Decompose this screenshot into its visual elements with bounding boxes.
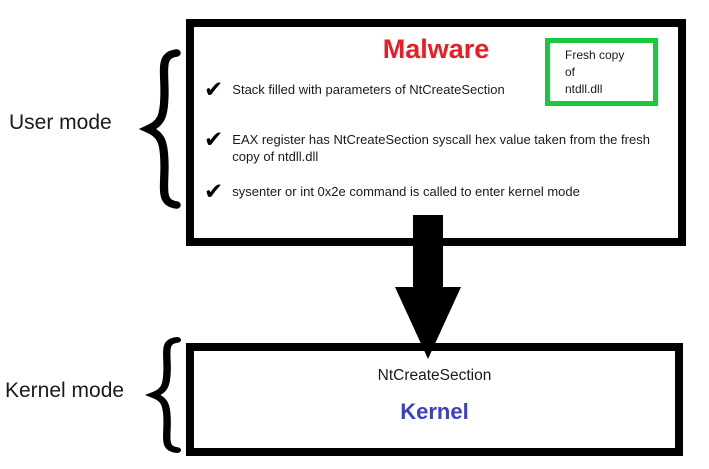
malware-box: Malware Fresh copy of ntdll.dll ✔ Stack … [186, 19, 686, 246]
note-line: ntdll.dll [565, 82, 603, 96]
down-arrow-icon [395, 215, 461, 359]
checklist-item-text: sysenter or int 0x2e command is called t… [232, 184, 580, 199]
kernel-title: Kernel [400, 399, 469, 424]
fresh-copy-note-box: Fresh copy of ntdll.dll [545, 38, 658, 106]
user-mode-brace [138, 49, 181, 209]
fresh-copy-note-text: Fresh copy of ntdll.dll [550, 43, 653, 98]
user-mode-label: User mode [9, 111, 112, 134]
checklist-item: ✔ EAX register has NtCreateSection sysca… [204, 126, 666, 165]
ntcreatesection-label: NtCreateSection [377, 367, 492, 384]
kernel-mode-label: Kernel mode [5, 379, 125, 402]
check-icon: ✔ [204, 76, 224, 102]
checklist-item-text: EAX register has NtCreateSection syscall… [232, 132, 650, 164]
checklist-item: ✔ Stack filled with parameters of NtCrea… [204, 76, 666, 102]
note-line: of [565, 65, 576, 79]
checklist-item-text: Stack filled with parameters of NtCreate… [232, 82, 505, 97]
malware-title: Malware [382, 34, 490, 64]
checklist-item: ✔ sysenter or int 0x2e command is called… [204, 178, 666, 204]
check-icon: ✔ [204, 126, 224, 152]
kernel-box: NtCreateSection Kernel [186, 343, 683, 456]
kernel-mode-brace [144, 337, 181, 453]
check-icon: ✔ [204, 178, 224, 204]
note-line: Fresh copy [565, 48, 625, 62]
